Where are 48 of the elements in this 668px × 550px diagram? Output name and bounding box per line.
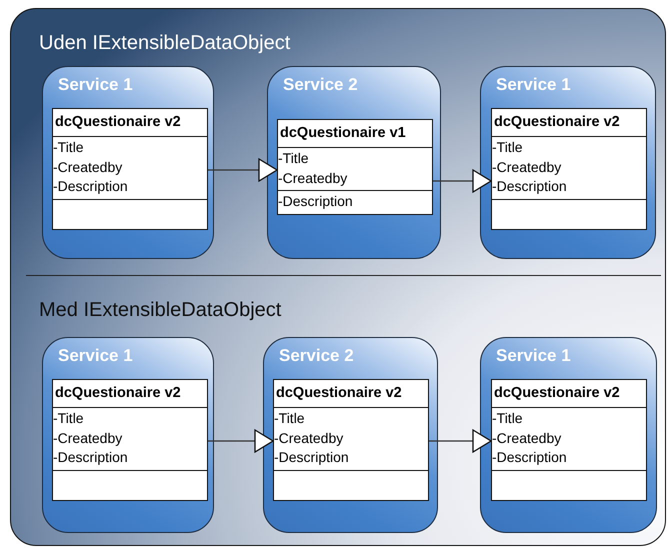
class-name: dcQuestionaire v2 [274, 380, 428, 408]
attribute-text: -Title [53, 138, 85, 157]
attribute-text: -Createdby [492, 428, 562, 448]
service-box [263, 337, 438, 533]
class-name: dcQuestionaire v2 [53, 109, 207, 137]
class-box [273, 379, 429, 500]
attribute-text: -Createdby [278, 168, 348, 188]
attribute-text: -Title [492, 138, 524, 157]
attribute-text: -Description [53, 448, 129, 467]
service-box [267, 66, 441, 259]
class-name: dcQuestionaire v2 [492, 109, 646, 137]
arrow [433, 169, 492, 193]
class-box [52, 379, 208, 500]
attribute-text: -Createdby [274, 428, 344, 448]
arrow [208, 429, 274, 453]
service-title: Service 1 [496, 346, 571, 366]
section-heading: Uden IExtensibleDataObject [39, 32, 290, 55]
service-box [42, 66, 214, 259]
service-box [480, 66, 656, 259]
service-title: Service 1 [496, 75, 571, 95]
service-box [480, 337, 657, 533]
class-box [491, 379, 647, 500]
attribute-text: -Description [53, 177, 129, 196]
service-title: Service 1 [58, 75, 133, 95]
attribute-text: -Createdby [492, 158, 562, 177]
attribute-text: -Title [492, 409, 524, 428]
attribute-text: -Description [492, 448, 568, 467]
class-name: dcQuestionaire v2 [492, 380, 646, 408]
section-heading: Med IExtensibleDataObject [39, 299, 282, 322]
attribute-text: -Title [278, 149, 310, 168]
attribute-text: -Createdby [53, 158, 124, 177]
attribute-text: -Title [53, 409, 85, 428]
class-name: dcQuestionaire v1 [278, 120, 432, 148]
service-title: Service 2 [279, 346, 354, 366]
arrow [208, 158, 278, 182]
service-title: Service 1 [58, 346, 133, 366]
attribute-text: -Description [492, 177, 568, 196]
service-title: Service 2 [283, 75, 358, 95]
class-box [277, 119, 433, 215]
attribute-text: -Createdby [53, 428, 124, 448]
attribute-text: -Title [274, 409, 306, 428]
class-box [52, 108, 208, 230]
class-name: dcQuestionaire v2 [53, 380, 207, 408]
arrow [429, 429, 492, 453]
class-box [491, 108, 647, 230]
attribute-text: -Description [278, 192, 354, 211]
attribute-text: -Description [274, 448, 350, 467]
service-box [42, 337, 214, 533]
